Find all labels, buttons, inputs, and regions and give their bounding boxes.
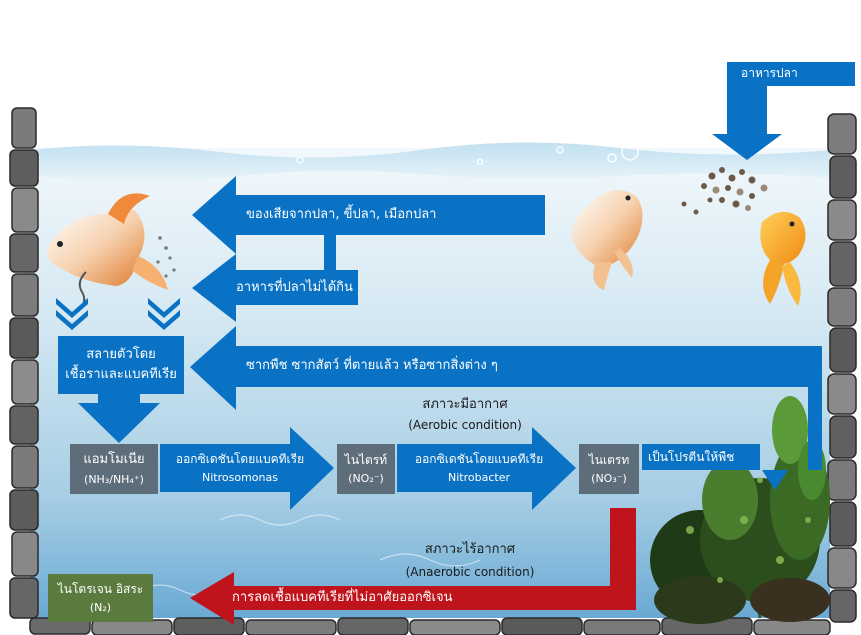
- oxidize1-en: Nitrosomonas: [202, 470, 278, 484]
- aerobic-condition-label: สภาวะมีอากาศ (Aerobic condition): [380, 393, 550, 432]
- goldfish: [760, 211, 806, 306]
- label-dead-matter: ซากพืช ซากสัตว์ ที่ตายแล้ว หรือซากสิ่งต่…: [246, 358, 498, 373]
- aerobic-en: (Aerobic condition): [408, 418, 522, 432]
- label-denitrification: การลดเชื้อแบคทีเรียที่ไม่อาศัยออกซิเจน: [232, 590, 453, 605]
- arrow-denitrification: [190, 508, 636, 625]
- connector-uneaten-food: [324, 235, 336, 275]
- oxidize1-th: ออกซิเดชันโดยแบคทีเรีย: [175, 452, 305, 467]
- oxidize2-th: ออกซิเดชันโดยแบคทีเรีย: [414, 452, 544, 467]
- nitrogen-box: ไนโตรเจน อิสระ (N₂): [48, 574, 153, 622]
- aerobic-th: สภาวะมีอากาศ: [422, 397, 508, 412]
- decompose-box-bg: [58, 336, 184, 394]
- label-plant-protein: เป็นโปรตีนให้พืช: [648, 450, 735, 464]
- chevron-down-icon: [56, 298, 180, 330]
- arrow-fish-waste: [192, 176, 545, 254]
- decompose-box: สลายตัวโดย เชื้อราและแบคทีเรีย: [58, 336, 184, 394]
- nitrite-box: ไนไตรท์ (NO₂⁻): [337, 444, 395, 494]
- arrow-oxidize-nitrobacter: [397, 427, 576, 510]
- nitrogen-box-bg: [48, 574, 153, 622]
- anaerobic-en: (Anaerobic condition): [405, 565, 535, 579]
- nitrate-th: ไนเตรท: [588, 453, 630, 468]
- water-surface: [30, 142, 830, 184]
- stone-wall-left: [9, 107, 39, 619]
- surface-bubbles: [296, 143, 639, 166]
- arrow-dead-matter: [190, 326, 822, 470]
- nitrite-box-bg: [337, 444, 395, 494]
- ammonia-box-bg: [70, 444, 158, 494]
- arrow-fish-food: [712, 62, 855, 160]
- ammonia-box: แอมโมเนีย (NH₃/NH₄⁺): [70, 444, 158, 494]
- label-uneaten-food: อาหารที่ปลาไม่ได้กิน: [236, 280, 353, 295]
- nitrate-box: ไนเตรท (NO₃⁻): [579, 444, 639, 494]
- oxidize-nitrobacter-label: ออกซิเดชันโดยแบคทีเรีย Nitrobacter: [397, 446, 561, 490]
- food-pellets: [681, 167, 768, 215]
- arrow-uneaten-food: [192, 254, 358, 322]
- nitrogen-formula: (N₂): [89, 600, 112, 614]
- nitrate-formula: (NO₃⁻): [591, 471, 627, 485]
- koi-fish-left: [47, 193, 176, 311]
- label-fish-waste: ของเสียจากปลา, ขี้ปลา, เมือกปลา: [246, 207, 437, 222]
- oxidize2-en: Nitrobacter: [448, 470, 510, 484]
- decompose-line-1: สลายตัวโดย: [86, 346, 156, 362]
- arrow-oxidize-nitrosomonas: [160, 427, 334, 510]
- anaerobic-th: สภาวะไร้อากาศ: [424, 542, 516, 557]
- anaerobic-condition-label: สภาวะไร้อากาศ (Anaerobic condition): [380, 538, 560, 579]
- decompose-line-2: เชื้อราและแบคทีเรีย: [65, 367, 177, 382]
- stone-floor: [29, 617, 831, 635]
- stone-wall-right: [827, 113, 857, 623]
- arrow-plant-protein: [642, 444, 788, 490]
- koi-fish-right: [572, 190, 643, 290]
- label-fish-food: อาหารปลา: [741, 66, 798, 80]
- ammonia-th: แอมโมเนีย: [83, 452, 145, 468]
- nitrogen-th: ไนโตรเจน อิสระ: [57, 582, 144, 597]
- ammonia-formula: (NH₃/NH₄⁺): [84, 472, 144, 486]
- nitrite-formula: (NO₂⁻): [348, 471, 384, 485]
- arrow-to-ammonia: [78, 394, 160, 443]
- nitrate-box-bg: [579, 444, 639, 494]
- oxidize-nitrosomonas-label: ออกซิเดชันโดยแบคทีเรีย Nitrosomonas: [160, 446, 320, 490]
- nitrite-th: ไนไตรท์: [344, 453, 388, 468]
